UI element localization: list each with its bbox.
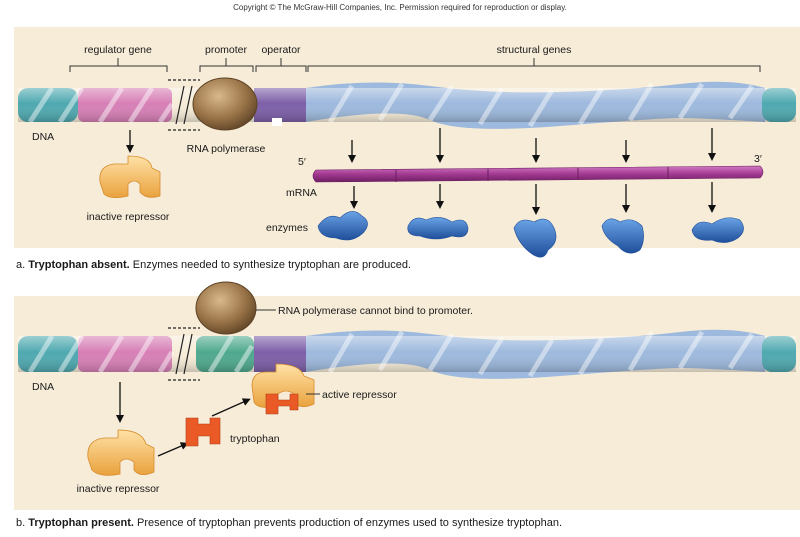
- enzyme-2: [407, 217, 469, 240]
- three-prime-label: 3′: [754, 153, 762, 165]
- promoter-label: promoter: [205, 44, 248, 56]
- rna-polymerase-cannot-bind-label: RNA polymerase cannot bind to promoter.: [278, 305, 473, 317]
- panel-b-background: [14, 296, 800, 510]
- caption-a: a. Tryptophan absent. Enzymes needed to …: [16, 259, 411, 271]
- enzymes-label: enzymes: [266, 222, 308, 234]
- structural-genes-label: structural genes: [497, 44, 572, 56]
- tryptophan-to-active-arrow: [211, 398, 251, 417]
- panel-a: regulator gene promoter operator structu…: [14, 27, 800, 258]
- regulator-gene-label: regulator gene: [84, 44, 152, 56]
- rna-polymerase-unbound: [195, 281, 257, 335]
- rna-polymerase-bound: [192, 77, 258, 131]
- dna-label-a: DNA: [32, 131, 54, 143]
- mrna-label: mRNA: [286, 187, 317, 199]
- enzyme-1: [317, 211, 368, 241]
- gene-brackets: [69, 58, 761, 72]
- active-repressor-label: active repressor: [322, 389, 397, 401]
- dna-helix-a: [18, 79, 796, 131]
- inactive-repressor-a: [99, 155, 161, 198]
- enzyme-5: [691, 217, 744, 243]
- dna-break-a: [168, 79, 200, 131]
- transcription-arrows: [348, 128, 716, 163]
- enzyme-4: [601, 218, 644, 254]
- panel-b: RNA polymerase cannot bind to promoter. …: [14, 281, 800, 510]
- free-tryptophan: [185, 417, 221, 447]
- dna-break-b: [168, 327, 200, 381]
- dna-helix-b: [18, 327, 796, 381]
- enzymes: [317, 211, 744, 258]
- operator-label: operator: [261, 44, 301, 56]
- rna-polymerase-label: RNA polymerase: [187, 143, 266, 155]
- inactive-repressor-b: [87, 429, 155, 476]
- operator-notch: [272, 118, 282, 126]
- bound-tryptophan: [265, 393, 299, 415]
- repressor-to-tryptophan-arrow: [157, 442, 189, 457]
- mrna-strand: [312, 165, 764, 183]
- tryptophan-label: tryptophan: [230, 433, 280, 445]
- caption-b: b. Tryptophan present. Presence of trypt…: [16, 517, 562, 529]
- mrna-segment-dividers: [395, 167, 669, 182]
- inactive-repressor-label-a: inactive repressor: [87, 211, 170, 223]
- copyright-notice: Copyright © The McGraw-Hill Companies, I…: [233, 3, 567, 12]
- five-prime-label: 5′: [298, 156, 306, 168]
- dna-label-b: DNA: [32, 381, 54, 393]
- enzyme-3: [513, 218, 557, 258]
- panel-a-background: [14, 27, 800, 248]
- translation-arrows: [350, 182, 716, 215]
- inactive-repressor-label-b: inactive repressor: [77, 483, 160, 495]
